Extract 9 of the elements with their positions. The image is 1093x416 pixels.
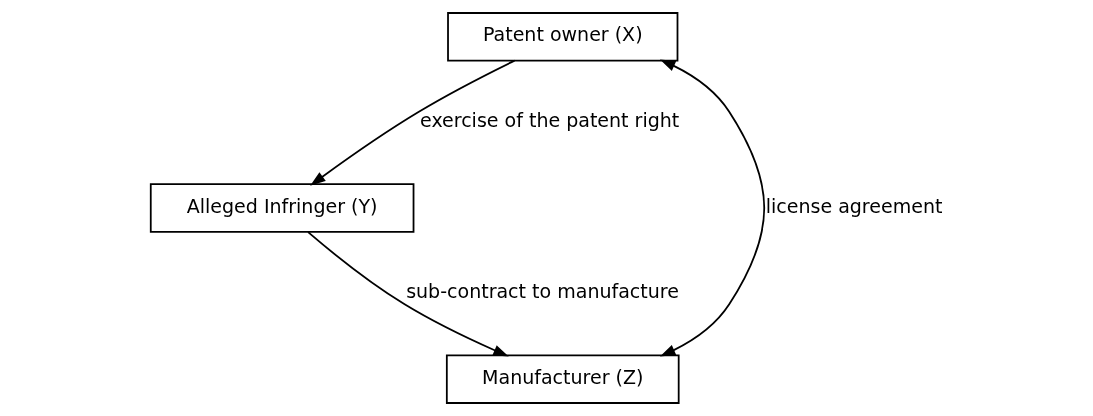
arrow [659,59,765,357]
edge-label: exercise of the patent right [419,108,679,131]
arrow [309,59,515,186]
arrow [306,231,509,357]
edge-label: sub-contract to manufacture [405,280,679,303]
node-box: Alleged Infringer (Y) [149,183,414,233]
edge-label: license agreement [765,194,942,217]
node-box: Patent owner (X) [446,12,678,62]
node-box: Manufacturer (Z) [445,354,680,404]
